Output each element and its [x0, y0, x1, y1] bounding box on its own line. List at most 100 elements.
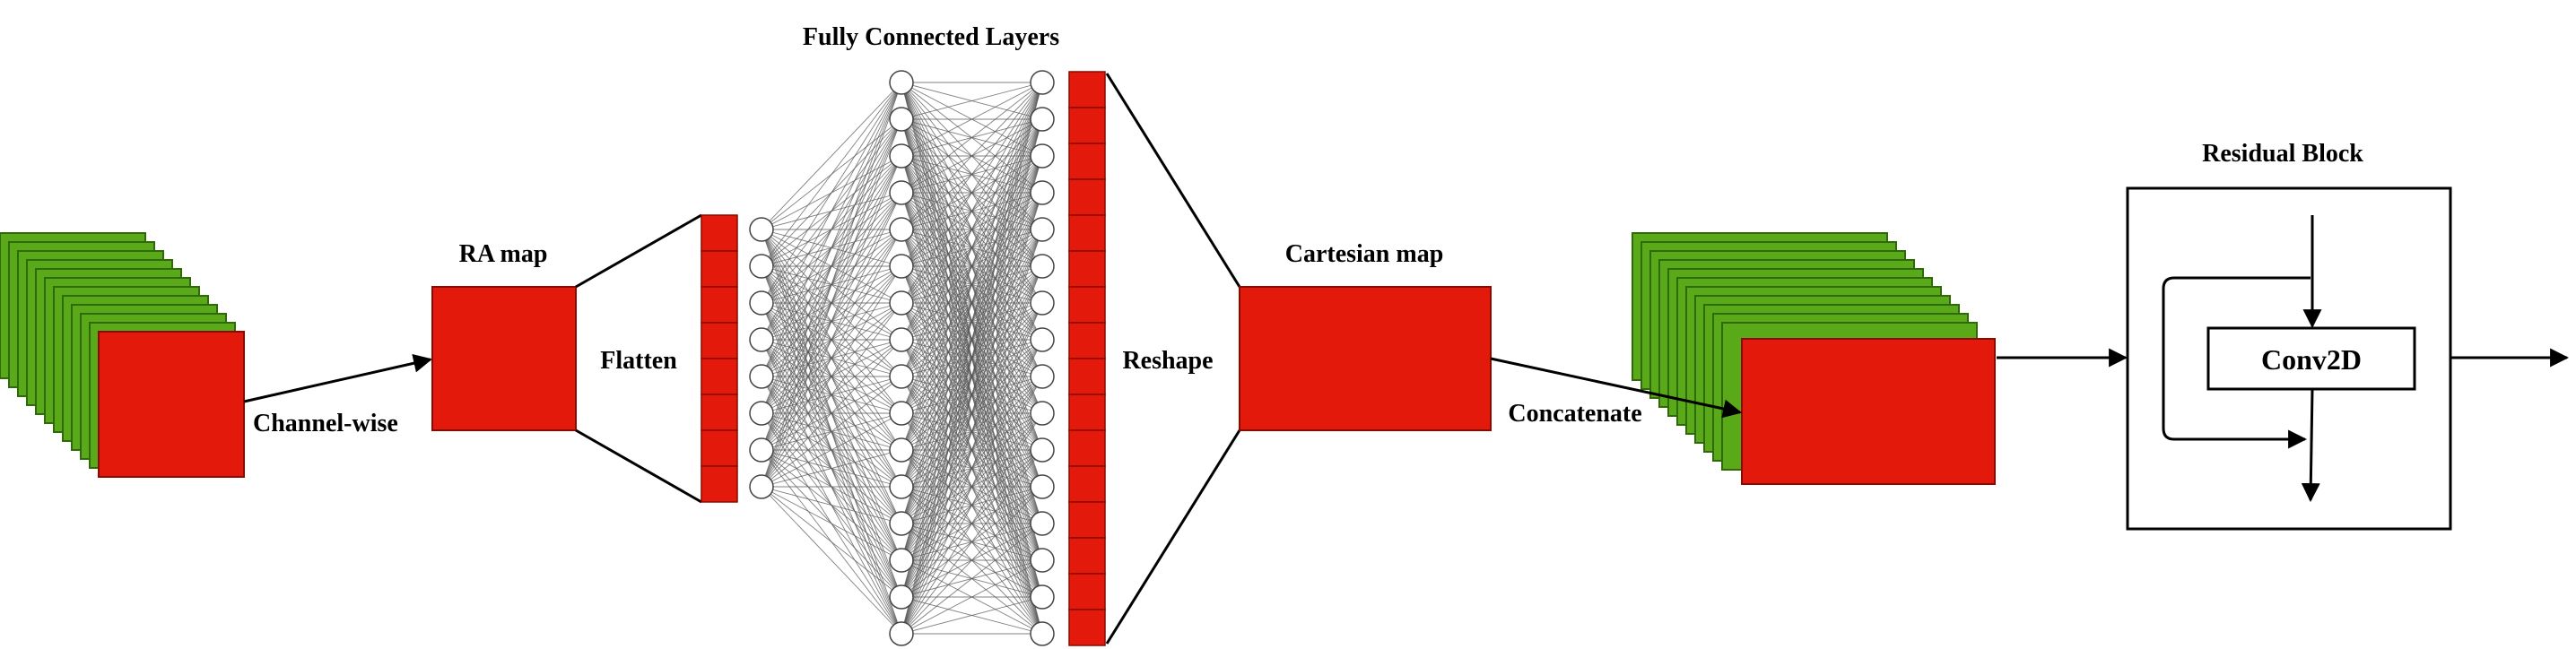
- output-vector-cell: [1068, 322, 1106, 359]
- fc-connection: [761, 192, 902, 488]
- neuron: [889, 584, 914, 610]
- flat-vector-cell: [701, 358, 738, 395]
- neuron: [749, 217, 774, 242]
- fc-connection: [761, 82, 902, 451]
- fc-connection: [761, 486, 902, 561]
- neuron: [749, 474, 774, 499]
- concatenate-arrow: [1490, 357, 1743, 419]
- flat-vector-cell: [701, 465, 738, 503]
- neuron: [1030, 584, 1055, 610]
- neuron: [1030, 180, 1055, 205]
- neuron: [1030, 290, 1055, 316]
- fc-connection: [901, 155, 1043, 635]
- fc-connection: [761, 229, 902, 488]
- fc-connection: [901, 523, 1043, 635]
- ra-map-label: RA map: [459, 240, 548, 268]
- fully-connected-edges: [761, 82, 1043, 635]
- neuron: [889, 217, 914, 242]
- fully-connected-neurons: [749, 70, 1055, 646]
- skip-connection: [2162, 276, 2311, 449]
- neuron: [1030, 511, 1055, 536]
- neuron: [889, 511, 914, 536]
- output-vector-cell: [1068, 465, 1106, 503]
- neuron: [889, 437, 914, 463]
- fc-connection: [901, 82, 1043, 377]
- fc-connection: [901, 229, 1043, 635]
- output-vector-cell: [1068, 429, 1106, 467]
- neuron: [1030, 70, 1055, 95]
- neuron: [1030, 437, 1055, 463]
- fc-connection: [901, 82, 1043, 524]
- flat-vector-cell: [701, 250, 738, 288]
- fc-connection: [761, 82, 902, 488]
- fc-connection: [901, 82, 1043, 120]
- fc-connection: [761, 376, 902, 488]
- fc-connection: [761, 82, 902, 341]
- fc-connection: [761, 118, 902, 488]
- input-front-map: [98, 331, 245, 478]
- neuron: [889, 290, 914, 316]
- neuron: [1030, 401, 1055, 426]
- neuron: [1030, 474, 1055, 499]
- fc-connection: [901, 82, 1043, 267]
- fc-connection: [761, 155, 902, 488]
- fc-connection: [901, 82, 1043, 598]
- fc-connection: [901, 376, 1043, 635]
- fc-connection: [901, 559, 1043, 635]
- fc-connection: [901, 449, 1043, 635]
- fc-connection: [901, 265, 1043, 635]
- neuron: [749, 437, 774, 463]
- output-vector-cell: [1068, 501, 1106, 539]
- flatten-edge-top: [575, 213, 702, 289]
- fc-connection: [901, 82, 1043, 561]
- flat-vector-cell: [701, 394, 738, 431]
- output-vector-cell: [1068, 537, 1106, 575]
- fc-connection: [761, 449, 902, 488]
- neuron: [889, 401, 914, 426]
- output-vector-cell: [1068, 250, 1106, 288]
- fc-connection: [761, 82, 902, 377]
- fc-connection: [901, 486, 1043, 635]
- fc-connection: [761, 486, 902, 635]
- fc-connection: [901, 82, 1043, 414]
- concat-front-map: [1741, 338, 1996, 485]
- neuron: [889, 621, 914, 646]
- output-vector-cell: [1068, 178, 1106, 216]
- flattened-vector: [701, 214, 738, 503]
- flat-vector-cell: [701, 214, 738, 252]
- neuron: [889, 143, 914, 169]
- neuron: [749, 254, 774, 279]
- output-vector-cell: [1068, 143, 1106, 180]
- output-vector: [1068, 71, 1106, 646]
- fc-connection: [761, 339, 902, 488]
- neuron: [889, 180, 914, 205]
- fc-connection: [901, 596, 1043, 635]
- neuron: [889, 364, 914, 389]
- fc-connection: [761, 82, 902, 267]
- fc-connection: [761, 82, 902, 230]
- fc-connection: [901, 82, 1043, 304]
- channel-wise-arrow: [243, 353, 433, 403]
- fc-connection: [761, 302, 902, 488]
- output-vector-cell: [1068, 286, 1106, 324]
- fully-connected-label: Fully Connected Layers: [803, 23, 1059, 51]
- fc-connection: [901, 302, 1043, 635]
- ra-map: [431, 286, 577, 431]
- fc-connection: [901, 82, 1043, 635]
- reshape-label: Reshape: [1122, 347, 1213, 375]
- neuron: [749, 364, 774, 389]
- fc-connection: [901, 82, 1043, 488]
- fc-connection: [901, 339, 1043, 635]
- fc-connection: [901, 412, 1043, 635]
- neuron: [749, 401, 774, 426]
- output-vector-cell: [1068, 71, 1106, 108]
- residual-block-label: Residual Block: [2202, 140, 2363, 168]
- neuron: [889, 254, 914, 279]
- neuron: [749, 290, 774, 316]
- neuron: [889, 548, 914, 573]
- conv2d-label: Conv2D: [2261, 343, 2362, 376]
- reshape-edge-bottom: [1105, 429, 1241, 645]
- output-vector-cell: [1068, 394, 1106, 431]
- concatenate-label: Concatenate: [1508, 400, 1641, 428]
- fc-connection: [761, 82, 902, 414]
